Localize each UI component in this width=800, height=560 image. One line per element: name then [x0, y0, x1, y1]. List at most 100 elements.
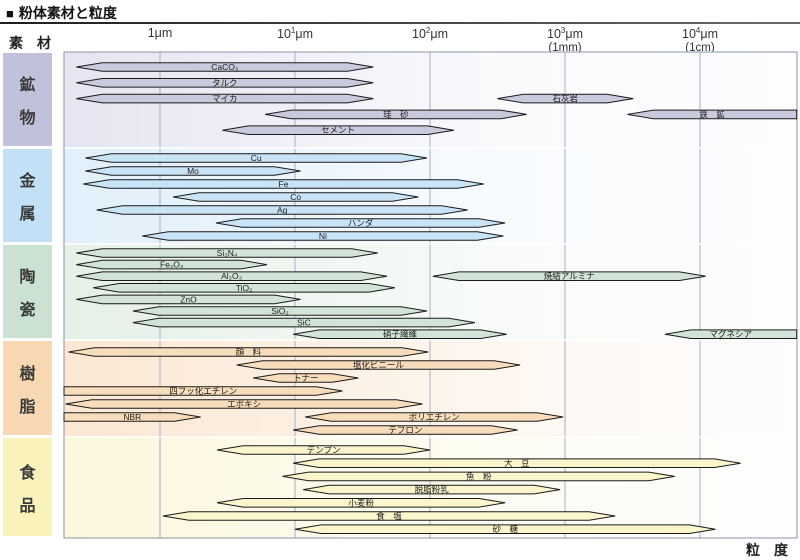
material-bar — [173, 192, 419, 202]
material-bar-label: トナー — [293, 373, 319, 383]
material-bar — [76, 259, 268, 270]
material-bar-label: 大 豆 — [504, 458, 530, 468]
material-bar-label: SiO₂ — [271, 306, 288, 316]
material-bar — [85, 166, 301, 176]
material-bar — [76, 271, 388, 281]
axis-tick-label: 101μm — [277, 26, 313, 42]
axis-tick-label: 1μm — [147, 26, 173, 40]
material-bar-label: Ag — [277, 205, 288, 215]
axis-tick-label: 103μm(1mm) — [547, 26, 583, 54]
material-bar — [162, 511, 616, 521]
material-bar-label: 珪 砂 — [383, 109, 409, 119]
category-box-ceramics: 陶瓷 — [3, 245, 52, 338]
material-bar — [132, 306, 428, 316]
material-bar-label: 食 塩 — [376, 511, 402, 521]
material-bar-label: マイカ — [212, 94, 238, 104]
category-box-char: 脂 — [19, 398, 36, 416]
material-bar — [282, 471, 675, 482]
material-bar-label: 魚 粉 — [466, 471, 492, 481]
material-bar — [63, 386, 343, 396]
material-bar — [96, 205, 468, 215]
material-axis-label: 素 材 — [9, 35, 51, 51]
material-bar-label: NBR — [123, 412, 141, 422]
material-bar — [294, 524, 716, 534]
category-box-char: 陶 — [19, 269, 36, 286]
material-bar-label: Ni — [319, 231, 327, 241]
material-bar — [65, 399, 423, 409]
material-bar — [63, 412, 201, 422]
material-bar-label: Fe — [279, 179, 289, 189]
category-box-metals: 金属 — [3, 149, 52, 242]
material-bar-label: 石灰岩 — [552, 94, 578, 104]
material-bar-label: TiO₂ — [236, 283, 253, 293]
material-bar-label: Co — [290, 192, 301, 202]
material-bar — [497, 93, 634, 104]
material-bar — [76, 62, 374, 72]
material-bar — [215, 218, 506, 228]
material-bar-label: ZnO — [180, 294, 197, 304]
material-bar-label: Mo — [187, 166, 199, 176]
material-bar — [627, 109, 798, 120]
material-bar-label: Al₂O₃ — [221, 271, 242, 281]
material-bar — [293, 329, 507, 339]
material-bar-label: 焼結アルミナ — [544, 271, 595, 281]
particle-size-axis-label: 粒 度 — [746, 542, 788, 558]
material-bar-label: SiC — [297, 318, 311, 328]
category-box-char: 樹 — [19, 365, 36, 383]
category-box-resins: 樹脂 — [3, 341, 52, 435]
material-bar — [305, 412, 564, 422]
material-bar-label: 塩化ビニール — [353, 360, 405, 370]
category-box-minerals: 鉱物 — [3, 53, 52, 146]
page-title: ■ 粉体素材と粒度 — [6, 3, 117, 23]
material-bar-label: セメント — [321, 125, 355, 135]
title-bullet-icon: ■ — [6, 5, 14, 21]
material-bar-label: 顔 料 — [236, 347, 262, 357]
material-bar — [217, 498, 506, 508]
material-bar — [85, 153, 428, 163]
plot-border — [63, 51, 798, 539]
material-bar — [76, 93, 374, 104]
material-bar — [664, 329, 798, 339]
title-rule — [0, 22, 800, 24]
material-bar-label: デンプン — [307, 445, 341, 455]
material-bar — [293, 458, 741, 468]
material-bar — [93, 283, 395, 293]
material-bar — [253, 373, 359, 383]
material-bar-label: テフロン — [388, 425, 422, 435]
material-bar — [293, 425, 518, 435]
material-bar-label: ポリエチレン — [409, 412, 460, 422]
category-box-char: 属 — [19, 206, 36, 223]
material-bar — [222, 125, 454, 135]
material-bar-label: Cu — [251, 153, 262, 163]
material-bar — [76, 248, 378, 258]
material-bar-label: 脱脂粉乳 — [415, 485, 450, 495]
category-box-char: 品 — [19, 497, 36, 515]
material-bar — [132, 317, 475, 328]
material-bar-label: 鉄 鉱 — [699, 109, 725, 119]
material-bar — [217, 445, 431, 455]
material-bar — [432, 271, 706, 281]
category-box-char: 食 — [19, 464, 36, 482]
category-box-char: 鉱 — [19, 77, 36, 94]
material-bar — [76, 78, 374, 88]
material-bar-label: Fe₂O₃ — [160, 260, 183, 270]
material-bar — [265, 109, 527, 120]
category-box-food: 食品 — [3, 438, 52, 536]
material-bar — [76, 294, 301, 305]
material-bar-label: エポキシ — [227, 399, 261, 409]
material-bar — [142, 231, 504, 241]
category-box-char: 物 — [19, 110, 36, 127]
material-bar-label: タルク — [212, 78, 238, 88]
material-bar-label: 小麦粉 — [348, 498, 374, 508]
material-bar-label: 四フッ化エチレン — [169, 386, 237, 396]
material-bar-label: 硝子繊維 — [383, 329, 418, 339]
axis-tick-label: 102μm — [412, 26, 448, 42]
material-bar — [83, 179, 484, 189]
category-box-char: 瓷 — [19, 302, 36, 319]
material-bar-label: マグネシア — [710, 329, 753, 339]
material-bar-label: Si₃N₄ — [217, 248, 238, 258]
material-bar-label: ハンダ — [348, 218, 374, 228]
material-bar — [68, 347, 429, 357]
